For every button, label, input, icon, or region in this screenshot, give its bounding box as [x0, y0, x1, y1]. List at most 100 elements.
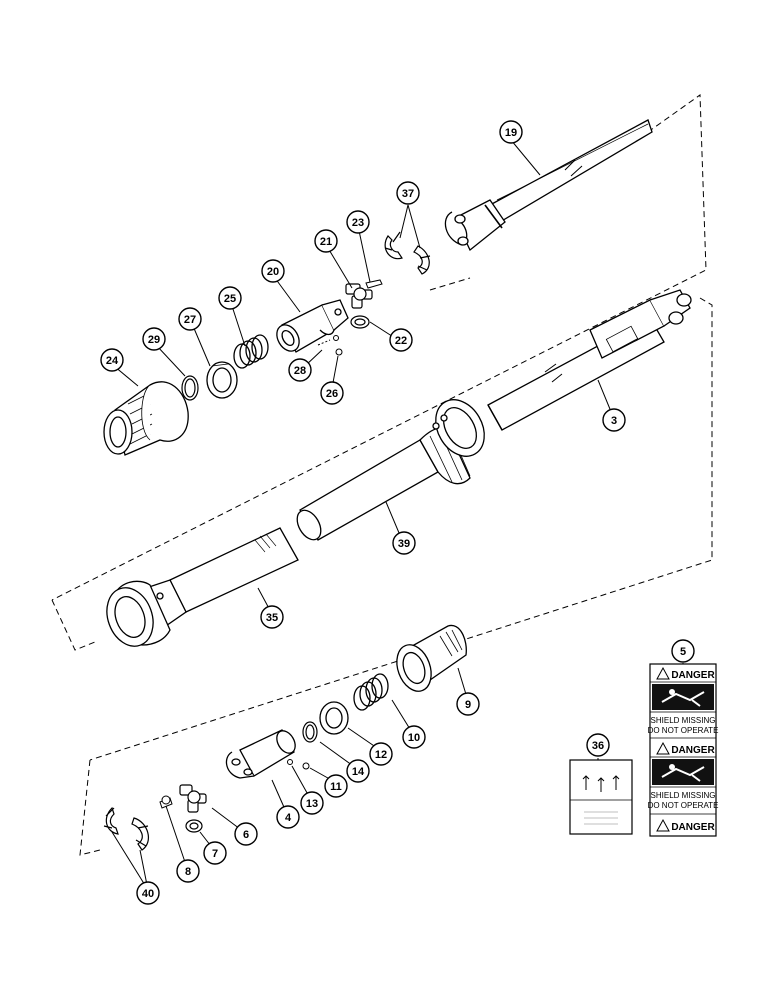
callout-36: 36: [586, 733, 610, 757]
tube-39: [296, 399, 485, 541]
callout-20: 20: [261, 259, 285, 283]
cone-24: [103, 381, 189, 456]
svg-text:24: 24: [106, 355, 119, 367]
spring-10: [353, 673, 389, 711]
callout-39: 39: [392, 531, 416, 555]
danger-header-3: DANGER: [650, 813, 716, 833]
bearing-12: [319, 701, 349, 735]
svg-text:SHIELD MISSING: SHIELD MISSING: [651, 791, 716, 800]
callout-19: 19: [499, 120, 523, 144]
svg-text:23: 23: [352, 217, 364, 229]
svg-text:6: 6: [243, 829, 249, 841]
decal-36-fine-print: [584, 811, 618, 825]
svg-text:14: 14: [352, 766, 365, 778]
svg-text:DO NOT OPERATE: DO NOT OPERATE: [648, 726, 719, 735]
svg-text:29: 29: [148, 334, 160, 346]
spring-25: [233, 334, 269, 369]
svg-text:DANGER: DANGER: [671, 670, 715, 681]
callout-10: 10: [402, 725, 426, 749]
callout-37: 37: [396, 181, 420, 205]
bearing-27: [206, 361, 238, 399]
svg-text:9: 9: [465, 699, 471, 711]
svg-text:26: 26: [326, 388, 338, 400]
svg-text:40: 40: [142, 888, 154, 900]
warning-triangle-icon: [656, 666, 670, 680]
callout-6: 6: [234, 822, 258, 846]
ring-7: [185, 819, 203, 833]
callout-35: 35: [260, 605, 284, 629]
warning-text-1: SHIELD MISSING DO NOT OPERATE: [648, 711, 719, 735]
clips-40: [103, 806, 150, 851]
callout-14: 14: [346, 759, 370, 783]
callouts: 19 37 23 21 20 25 27 29 24 22 28 26 3 39…: [100, 120, 695, 905]
callout-8: 8: [176, 859, 200, 883]
callout-11: 11: [324, 774, 348, 798]
callout-9: 9: [456, 692, 480, 716]
pin-8: [159, 795, 173, 809]
ring-29: [181, 375, 199, 401]
warning-triangle-icon: [656, 741, 670, 755]
clips-37: [384, 231, 431, 275]
ring-22: [350, 315, 370, 329]
pin-23: [365, 279, 383, 289]
decal-pictogram-2: [652, 759, 714, 785]
svg-text:11: 11: [330, 781, 342, 793]
svg-text:20: 20: [267, 266, 279, 278]
svg-text:DO NOT OPERATE: DO NOT OPERATE: [648, 801, 719, 810]
callout-13: 13: [300, 791, 324, 815]
shaft-19: [444, 119, 653, 252]
callout-3: 3: [602, 408, 626, 432]
svg-text:36: 36: [592, 740, 604, 752]
ujoint-6: [179, 784, 207, 813]
callout-7: 7: [203, 841, 227, 865]
svg-text:37: 37: [402, 188, 414, 200]
svg-text:SHIELD MISSING: SHIELD MISSING: [651, 716, 716, 725]
svg-text:DANGER: DANGER: [671, 745, 715, 756]
callout-22: 22: [389, 328, 413, 352]
decal-36: [569, 759, 633, 835]
callout-40: 40: [136, 881, 160, 905]
svg-text:3: 3: [611, 415, 617, 427]
ujoint-21: [345, 283, 373, 309]
callout-26: 26: [320, 381, 344, 405]
svg-text:13: 13: [306, 798, 318, 810]
svg-text:7: 7: [212, 848, 218, 860]
yoke-20: [276, 299, 349, 353]
yoke-4: [225, 729, 296, 779]
svg-text:39: 39: [398, 538, 410, 550]
callout-5: 5: [671, 639, 695, 663]
svg-text:4: 4: [285, 812, 292, 824]
svg-text:21: 21: [320, 236, 332, 248]
svg-text:8: 8: [185, 866, 191, 878]
svg-text:12: 12: [375, 749, 387, 761]
decal-5: DANGER SHIELD MISSING DO NOT OPERATE DAN…: [648, 663, 719, 837]
svg-text:10: 10: [408, 732, 420, 744]
callout-29: 29: [142, 327, 166, 351]
danger-header-2: DANGER: [650, 737, 716, 758]
decal-pictogram-1: [652, 684, 714, 710]
warning-triangle-icon: [656, 818, 670, 832]
callout-28: 28: [288, 358, 312, 382]
svg-text:22: 22: [395, 335, 407, 347]
svg-text:19: 19: [505, 127, 517, 139]
svg-text:5: 5: [680, 646, 686, 658]
svg-text:35: 35: [266, 612, 278, 624]
callout-25: 25: [218, 286, 242, 310]
svg-text:28: 28: [294, 365, 306, 377]
warning-text-2: SHIELD MISSING DO NOT OPERATE: [648, 786, 719, 810]
shaft-3: [487, 289, 692, 431]
tube-35: [106, 527, 299, 647]
svg-text:DANGER: DANGER: [671, 822, 715, 833]
callout-24: 24: [100, 348, 124, 372]
svg-text:25: 25: [224, 293, 236, 305]
callout-4: 4: [276, 805, 300, 829]
ring-14: [302, 721, 318, 743]
cone-9: [396, 624, 467, 692]
danger-header-1: DANGER: [650, 666, 716, 683]
svg-text:27: 27: [184, 314, 196, 326]
callout-27: 27: [178, 307, 202, 331]
callout-21: 21: [314, 229, 338, 253]
callout-23: 23: [346, 210, 370, 234]
balls-11-13: [287, 759, 310, 770]
